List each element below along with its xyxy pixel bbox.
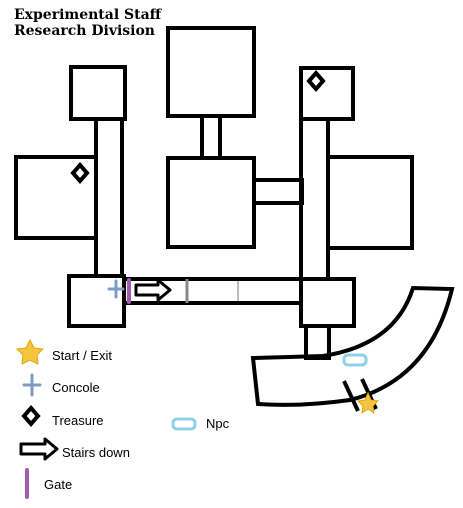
exit-gate-line (342, 380, 360, 412)
corridor-left-vertical (94, 117, 124, 278)
star-icon (356, 391, 380, 415)
map-title-line-2: Research Division (14, 23, 155, 39)
treasure-icon (70, 161, 90, 185)
arrow-right-icon (19, 437, 59, 461)
corridor-right-vertical (299, 117, 330, 281)
room-right-top (299, 66, 355, 121)
room-right-bottom (299, 277, 356, 328)
corridor-exit-curve (250, 285, 455, 407)
diamond-icon (21, 404, 41, 428)
rounded-rect-icon (171, 417, 197, 431)
treasure-icon (306, 69, 326, 93)
corridor-bottom-horizontal (122, 277, 303, 305)
corridor-center-vertical (200, 114, 222, 160)
map-title-line-1: Experimental Staff (14, 7, 162, 23)
corridor-center-right (252, 178, 304, 205)
room-center (166, 156, 256, 249)
star-icon (15, 338, 45, 365)
corridor-right-down (304, 324, 331, 360)
legend-stairs-down-label: Stairs down (62, 445, 130, 460)
npc-icon (342, 353, 368, 367)
cross-icon (22, 373, 42, 397)
legend-npc-label: Npc (206, 416, 230, 431)
console-icon (107, 279, 125, 299)
legend-gate-label: Gate (44, 477, 73, 492)
legend-console-label: Concole (52, 380, 100, 395)
legend-treasure-label: Treasure (52, 413, 104, 428)
legend-start-exit-label: Start / Exit (52, 348, 112, 363)
room-right-big (326, 155, 414, 250)
arrow-right-icon (134, 278, 172, 302)
room-center-top (166, 26, 256, 118)
room-left-top (69, 65, 127, 121)
